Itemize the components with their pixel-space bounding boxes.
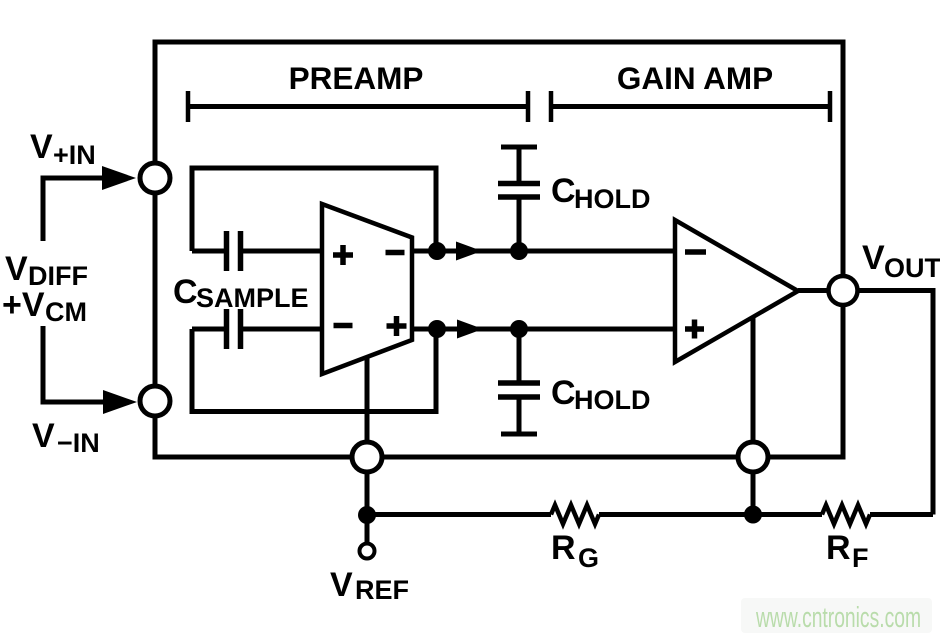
svg-text:V: V <box>862 239 885 277</box>
svg-text:G: G <box>578 543 599 573</box>
svg-text:C: C <box>551 374 576 412</box>
svg-text:www.cntronics.com: www.cntronics.com <box>755 602 921 634</box>
svg-text:OUT: OUT <box>884 253 940 283</box>
svg-text:+V: +V <box>2 286 45 324</box>
svg-text:DIFF: DIFF <box>28 261 88 291</box>
svg-text:F: F <box>852 543 869 573</box>
svg-text:PREAMP: PREAMP <box>289 60 424 96</box>
svg-text:R: R <box>826 529 851 567</box>
svg-text:−IN: −IN <box>57 428 100 458</box>
svg-text:V: V <box>330 566 353 604</box>
svg-text:HOLD: HOLD <box>574 385 651 415</box>
svg-text:+IN: +IN <box>53 140 96 170</box>
svg-text:C: C <box>173 273 198 311</box>
svg-text:V: V <box>5 250 28 288</box>
svg-text:V: V <box>32 417 55 455</box>
svg-text:C: C <box>551 172 576 210</box>
svg-text:R: R <box>551 529 576 567</box>
svg-text:SAMPLE: SAMPLE <box>196 283 309 313</box>
svg-text:V: V <box>30 128 53 166</box>
svg-text:GAIN AMP: GAIN AMP <box>617 60 773 96</box>
svg-text:CM: CM <box>45 297 87 327</box>
svg-text:HOLD: HOLD <box>574 184 651 214</box>
svg-text:REF: REF <box>355 575 409 605</box>
